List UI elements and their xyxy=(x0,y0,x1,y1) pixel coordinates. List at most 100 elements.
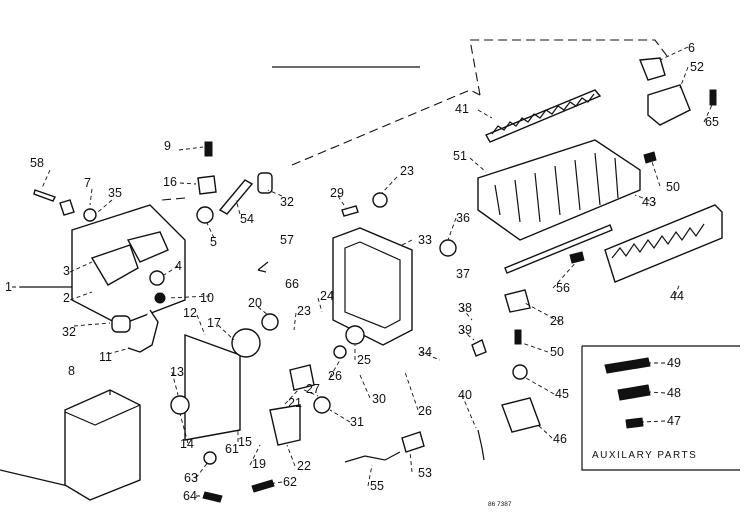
callout-5: 5 xyxy=(210,235,217,249)
callout-22: 22 xyxy=(297,459,311,473)
callout-41: 41 xyxy=(455,102,469,116)
callout-26-right: 26 xyxy=(418,404,432,418)
gear-20 xyxy=(261,313,279,331)
bracket-28 xyxy=(504,289,531,313)
callout-8: 8 xyxy=(68,364,75,378)
callout-37: 37 xyxy=(456,267,470,281)
callout-61: 61 xyxy=(225,442,239,456)
callout-54: 54 xyxy=(240,212,254,226)
pin-29 xyxy=(341,205,359,217)
callout-43: 43 xyxy=(642,195,656,209)
wire-55 xyxy=(344,451,401,463)
stripper-44 xyxy=(604,204,723,283)
callout-10: 10 xyxy=(200,291,214,305)
callout-46: 46 xyxy=(553,432,567,446)
callout-21: 21 xyxy=(288,396,302,410)
clip-16 xyxy=(197,175,217,195)
fitting-6 xyxy=(639,57,666,81)
callout-47: 47 xyxy=(667,414,681,428)
callout-63: 63 xyxy=(184,471,198,485)
bracket-22 xyxy=(269,404,301,446)
callout-23-left: 23 xyxy=(297,304,311,318)
ejector-rod-37 xyxy=(504,224,613,274)
callout-9: 9 xyxy=(164,139,171,153)
callout-28: 28 xyxy=(550,314,564,328)
tube-32-left xyxy=(111,315,131,333)
grommet-4 xyxy=(149,270,165,286)
stripper-teeth xyxy=(611,223,705,259)
callout-39: 39 xyxy=(458,323,472,337)
aux-screw-49 xyxy=(604,357,651,374)
fitting-45 xyxy=(512,364,528,380)
callout-57: 57 xyxy=(280,233,294,247)
solenoid xyxy=(126,231,169,263)
tube-32-top xyxy=(257,172,273,194)
screw-65 xyxy=(709,89,717,106)
ice-tray-51 xyxy=(477,139,641,241)
callout-52: 52 xyxy=(690,60,704,74)
bearing-31 xyxy=(313,396,331,414)
heater-coil xyxy=(491,93,595,135)
callout-32-left: 32 xyxy=(62,325,76,339)
callout-55: 55 xyxy=(370,479,384,493)
callout-64: 64 xyxy=(183,489,197,503)
screw-9 xyxy=(204,141,213,157)
callout-30: 30 xyxy=(372,392,386,406)
callout-19: 19 xyxy=(252,457,266,471)
switch-21 xyxy=(289,364,315,391)
cam-13 xyxy=(170,395,190,415)
callout-2: 2 xyxy=(63,291,70,305)
screw-56 xyxy=(569,251,585,264)
callout-1: 1 xyxy=(5,280,12,294)
callout-16: 16 xyxy=(163,175,177,189)
callout-3: 3 xyxy=(63,264,70,278)
cover-edge xyxy=(64,390,141,426)
callout-7: 7 xyxy=(84,176,91,190)
nut-7 xyxy=(59,199,75,216)
rod-54 xyxy=(218,179,254,215)
guide-line-top-right xyxy=(469,39,671,96)
callout-56: 56 xyxy=(556,281,570,295)
callout-45: 45 xyxy=(555,387,569,401)
heater-41 xyxy=(484,89,602,143)
callout-48: 48 xyxy=(667,386,681,400)
auxiliary-parts-label: AUXILARY PARTS xyxy=(592,450,697,461)
callout-51: 51 xyxy=(453,149,467,163)
callout-17: 17 xyxy=(207,316,221,330)
callout-40: 40 xyxy=(458,388,472,402)
screw-58 xyxy=(33,189,56,202)
aux-nut-47 xyxy=(625,417,644,429)
callout-20: 20 xyxy=(248,296,262,310)
callout-27: 27 xyxy=(306,382,320,396)
callout-12: 12 xyxy=(183,306,197,320)
screw-62 xyxy=(251,479,275,493)
shaft-25 xyxy=(345,325,365,345)
callout-25: 25 xyxy=(357,353,371,367)
aux-fitting-48 xyxy=(617,384,651,401)
fill-tube-11 xyxy=(127,309,159,353)
callout-6: 6 xyxy=(688,41,695,55)
diagram-code: 86 7387 xyxy=(488,501,512,508)
bearing-36 xyxy=(439,239,457,257)
callout-31: 31 xyxy=(350,415,364,429)
callout-65: 65 xyxy=(705,115,719,129)
callout-66: 66 xyxy=(285,277,299,291)
callout-23-top: 23 xyxy=(400,164,414,178)
callout-62: 62 xyxy=(283,475,297,489)
callout-14: 14 xyxy=(180,437,194,451)
screw-50-top xyxy=(643,151,657,164)
callout-50-top: 50 xyxy=(666,180,680,194)
callout-53: 53 xyxy=(418,466,432,480)
callout-11: 11 xyxy=(99,350,112,364)
callout-58: 58 xyxy=(30,156,44,170)
guide-line-left xyxy=(161,197,186,201)
wire-40 xyxy=(477,429,485,461)
callout-24: 24 xyxy=(320,289,334,303)
callout-32-top: 32 xyxy=(280,195,294,209)
callout-49: 49 xyxy=(667,356,681,370)
control-housing-33 xyxy=(332,227,413,346)
spring-63 xyxy=(203,451,217,465)
motor-17 xyxy=(231,328,261,358)
